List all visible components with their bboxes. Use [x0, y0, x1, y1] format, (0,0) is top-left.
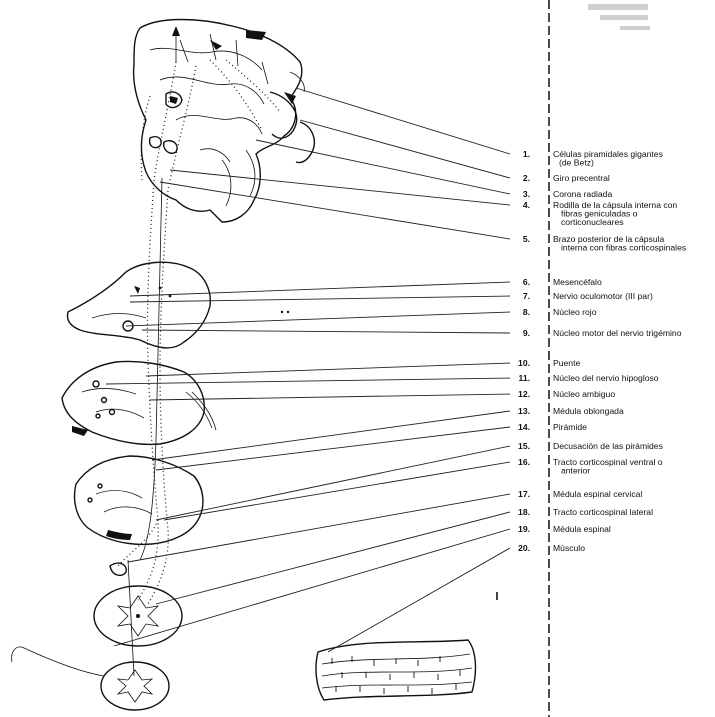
- label-number: 3.: [523, 189, 530, 199]
- label-item: 18. Tracto corticospinal lateral: [518, 507, 653, 517]
- leader-line: [300, 120, 510, 178]
- label-item: 9. Núcleo motor del nervio trigémino: [523, 328, 682, 338]
- label-number: 12.: [518, 389, 530, 399]
- label-text: interna con fibras corticospinales: [561, 242, 686, 252]
- label-list: 1.Células piramidales gigantes(de Betz) 2…: [518, 149, 686, 553]
- label-item: 15. Decusación de las pirámides: [518, 441, 663, 451]
- label-text: Núcleo motor del nervio trigémino: [553, 328, 682, 338]
- label-item: 1.Células piramidales gigantes(de Betz): [523, 149, 663, 167]
- label-item: 3. Corona radiada: [523, 189, 613, 199]
- label-number: 14.: [518, 422, 530, 432]
- midbrain-section: [68, 262, 290, 348]
- label-text: Médula oblongada: [553, 406, 624, 416]
- label-text: Núcleo ambiguo: [553, 389, 615, 399]
- label-number: 16.: [518, 457, 530, 467]
- label-number: 11.: [519, 373, 530, 383]
- label-text: Médula espinal cervical: [553, 489, 642, 499]
- leader-line: [160, 182, 510, 239]
- label-text: Núcleo del nervio hipogloso: [553, 373, 659, 383]
- leader-line: [156, 427, 510, 470]
- leader-line: [126, 312, 510, 326]
- label-number: 19.: [518, 524, 530, 534]
- label-number: 7.: [523, 291, 530, 301]
- label-item: 4.Rodilla de la cápsula interna confibra…: [523, 200, 678, 227]
- label-text: Decusación de las pirámides: [553, 441, 663, 451]
- label-item: 12. Núcleo ambiguo: [518, 389, 615, 399]
- label-text: Giro precentral: [553, 173, 610, 183]
- label-text: Mesencéfalo: [553, 277, 602, 287]
- leader-line: [164, 462, 510, 520]
- label-number: 4.: [523, 200, 530, 210]
- leader-line: [328, 548, 510, 652]
- label-text: Pirámide: [553, 422, 587, 432]
- label-number: 5.: [523, 234, 530, 244]
- label-number: 15.: [518, 441, 530, 451]
- leader-line: [114, 529, 510, 646]
- label-number: 2.: [523, 173, 530, 183]
- label-number: 20.: [518, 543, 530, 553]
- label-number: 9.: [523, 328, 530, 338]
- label-text: corticonucleares: [561, 217, 624, 227]
- leader-line: [150, 394, 510, 400]
- leader-line: [128, 494, 510, 562]
- label-item: 14. Pirámide: [518, 422, 587, 432]
- leader-line: [130, 296, 510, 302]
- label-item: 2. Giro precentral: [523, 173, 610, 183]
- medulla-section: [75, 456, 203, 544]
- label-item: 7. Nervio oculomotor (III par): [523, 291, 653, 301]
- cervical-spinal-cord: [94, 563, 182, 646]
- label-number: 13.: [518, 406, 530, 416]
- label-text: anterior: [561, 465, 590, 475]
- label-text: Núcleo rojo: [553, 307, 597, 317]
- leader-line: [256, 140, 510, 194]
- lower-spinal-cord: [12, 647, 169, 710]
- label-number: 17.: [518, 489, 530, 499]
- label-number: 8.: [523, 307, 530, 317]
- brain-hemisphere-section: [134, 20, 315, 223]
- leader-line: [106, 378, 510, 384]
- label-item: 8. Núcleo rojo: [523, 307, 597, 317]
- leader-line: [296, 88, 510, 154]
- label-item: 6. Mesencéfalo: [523, 277, 602, 287]
- leader-line: [146, 363, 510, 376]
- label-text: Médula espinal: [553, 524, 611, 534]
- label-text: Puente: [553, 358, 580, 368]
- label-item: 17. Médula espinal cervical: [518, 489, 642, 499]
- leader-line: [156, 446, 510, 520]
- leader-lines: [106, 88, 510, 652]
- label-item: 19. Médula espinal: [518, 524, 611, 534]
- label-text: Músculo: [553, 543, 585, 553]
- leader-line: [130, 282, 510, 296]
- label-item: 16.Tracto corticospinal ventral oanterio…: [518, 457, 663, 475]
- leader-line: [170, 170, 510, 205]
- label-number: 10.: [518, 358, 530, 368]
- label-text: Tracto corticospinal lateral: [553, 507, 653, 517]
- label-text: (de Betz): [559, 157, 594, 167]
- label-item: 11. Núcleo del nervio hipogloso: [519, 373, 659, 383]
- label-number: 18.: [518, 507, 530, 517]
- label-text: Nervio oculomotor (III par): [553, 291, 653, 301]
- label-text: Corona radiada: [553, 189, 612, 199]
- scan-noise: [588, 4, 650, 30]
- label-number: 1.: [523, 149, 530, 159]
- label-number: 6.: [523, 277, 530, 287]
- muscle-drawing: [316, 640, 475, 700]
- label-item: 20. Músculo: [518, 543, 585, 553]
- leader-line: [152, 411, 510, 460]
- label-item: 13. Médula oblongada: [518, 406, 624, 416]
